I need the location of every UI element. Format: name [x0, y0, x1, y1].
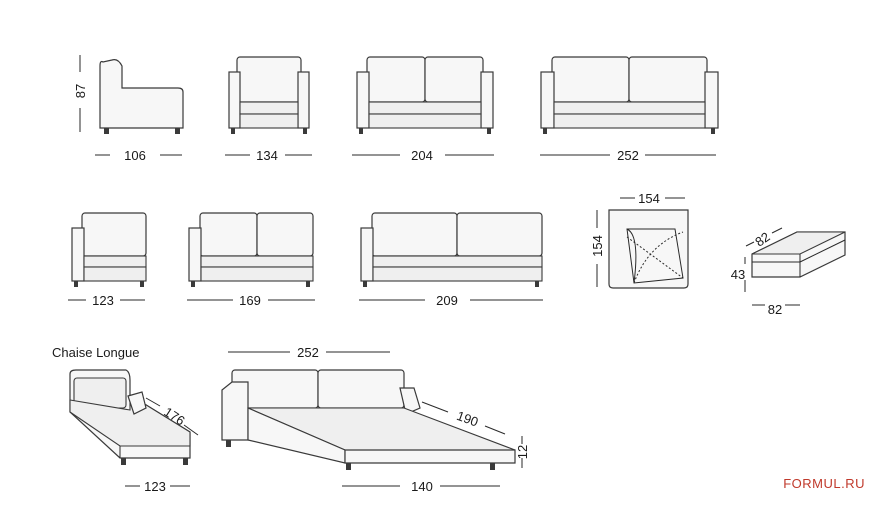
- dim-width-123: 123: [68, 293, 145, 308]
- module-2seat-view: [188, 212, 314, 287]
- dim-label-140: 140: [411, 479, 433, 494]
- dim-label-43: 43: [731, 267, 745, 282]
- dim-depth-106: 106: [95, 148, 182, 163]
- dim-bed-overall-252: 252: [228, 345, 390, 360]
- dim-chaise-width-123: 123: [125, 479, 190, 494]
- dim-width-169: 169: [187, 293, 315, 308]
- dim-width-134: 134: [225, 148, 312, 163]
- module-3seat-view: [360, 212, 543, 287]
- dim-label-204: 204: [411, 148, 433, 163]
- dim-label-154-side: 154: [590, 235, 605, 257]
- dim-bed-width-140: 140: [342, 479, 500, 494]
- dim-bed-length-190: 190: [421, 401, 506, 435]
- dim-label-123: 123: [92, 293, 114, 308]
- dim-label-87: 87: [73, 84, 88, 98]
- dim-width-252: 252: [540, 148, 716, 163]
- sofa-2seat-front-view: [356, 56, 494, 134]
- chaise-longue-view: [69, 369, 191, 465]
- dim-bed-height-12: 12: [515, 436, 530, 468]
- dim-label-123-chaise: 123: [144, 479, 166, 494]
- dim-label-12: 12: [515, 445, 530, 459]
- module-one-arm-view: [71, 212, 147, 287]
- chaise-longue-title: Chaise Longue: [52, 345, 140, 360]
- dim-label-106: 106: [124, 148, 146, 163]
- dim-label-252: 252: [617, 148, 639, 163]
- dim-pouf-height-43: 43: [731, 257, 746, 292]
- dim-label-252-bed: 252: [297, 345, 319, 360]
- dim-width-204: 204: [352, 148, 494, 163]
- dim-top-154: 154: [620, 191, 685, 206]
- dim-side-154: 154: [590, 210, 605, 287]
- dim-pouf-width-82: 82: [752, 302, 800, 317]
- dim-label-190: 190: [455, 408, 481, 430]
- dim-label-134: 134: [256, 148, 278, 163]
- corner-module-top-view: [608, 209, 689, 289]
- sofa-bed-view: [221, 369, 516, 470]
- dim-label-82-width: 82: [768, 302, 782, 317]
- armchair-front-view: [228, 56, 310, 134]
- dim-width-209: 209: [359, 293, 543, 308]
- pouf-view: [751, 231, 846, 278]
- sofa-3seat-front-view: [540, 56, 719, 134]
- brand-watermark[interactable]: FORMUL.RU: [783, 476, 865, 491]
- dim-label-169: 169: [239, 293, 261, 308]
- dim-label-209: 209: [436, 293, 458, 308]
- dim-height-87: 87: [73, 55, 88, 132]
- dim-pouf-depth-82: 82: [745, 227, 783, 250]
- dim-label-82-depth: 82: [752, 229, 772, 250]
- dim-label-154-top: 154: [638, 191, 660, 206]
- armchair-side-view: [99, 59, 184, 134]
